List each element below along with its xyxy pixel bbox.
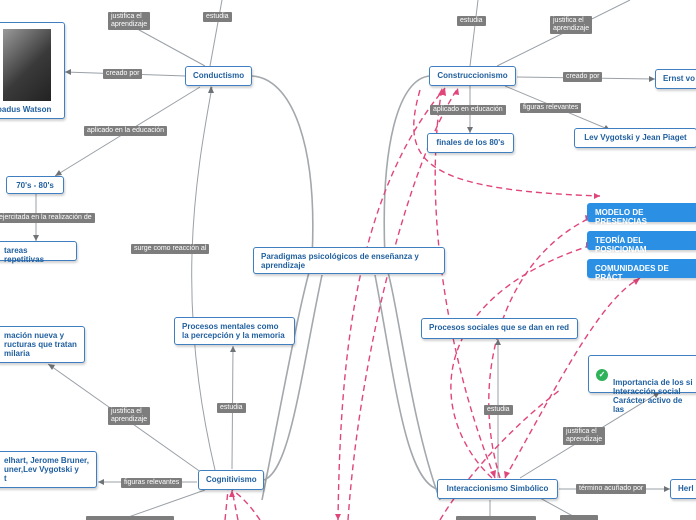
- conductismo-node[interactable]: Conductismo: [185, 66, 252, 86]
- link-label-figuras-cognitivismo: figuras relevantes: [121, 478, 183, 488]
- link-label-justifica-conductismo: justifica el aprendizaje: [108, 12, 151, 30]
- ernst-node[interactable]: Ernst vo: [655, 69, 696, 89]
- link-label-termino: término acuñado por: [576, 484, 647, 494]
- link-label-ejercitada: ejercitada en la realización de: [0, 213, 95, 223]
- repetitive-tasks-node[interactable]: tareas repetitivas: [0, 241, 77, 264]
- importancia-text: Importancia de los si Interacción social…: [613, 378, 693, 414]
- informacion-nueva-node[interactable]: mación nueva y ructuras que tratan milar…: [0, 326, 85, 363]
- conductismo-era-node[interactable]: 70's - 80's: [6, 176, 64, 194]
- herbert-node[interactable]: Herl: [670, 479, 696, 499]
- watson-node[interactable]: oadus Watson: [0, 22, 65, 119]
- watson-portrait-image: [3, 29, 51, 101]
- procesos-mentales-node[interactable]: Procesos mentales como la percepción y l…: [174, 317, 295, 345]
- link-label-cut-off-3: [560, 515, 598, 520]
- link-label-figuras-construccionismo: figuras relevantes: [520, 103, 582, 113]
- link-label-surge: surge como reacción al: [131, 244, 210, 254]
- teoria-posicionamiento-node[interactable]: TEORÍA DEL POSICIONAM: [587, 231, 696, 254]
- procesos-sociales-node[interactable]: Procesos sociales que se dan en red: [421, 318, 578, 339]
- model-presencias-node[interactable]: MODELO DE PRESENCIAS: [587, 203, 696, 226]
- importancia-node[interactable]: ✓ Importancia de los si Interacción soci…: [588, 355, 696, 414]
- link-label-estudia-interaccionismo: estudia: [484, 405, 513, 415]
- construccionismo-node[interactable]: Construccionismo: [429, 66, 516, 86]
- link-label-cut-off-2: [456, 516, 536, 520]
- construccionismo-era-node[interactable]: finales de los 80's: [427, 133, 514, 153]
- central-topic-node[interactable]: Paradigmas psicológicos de enseñanza y a…: [253, 247, 445, 274]
- comunidades-practica-node[interactable]: COMUNIDADES DE PRÁCT: [587, 259, 696, 282]
- link-label-estudia-cognitivismo: estudia: [217, 403, 246, 413]
- interaccionismo-node[interactable]: Interaccionismo Simbólico: [437, 479, 558, 499]
- link-label-aplicado-conductismo: aplicado en la educación: [84, 126, 168, 136]
- link-label-creado-construccionismo: creado por: [563, 72, 603, 82]
- vygotski-piaget-node[interactable]: Lev Vygotski y Jean Piaget: [574, 128, 696, 148]
- link-label-estudia-conductismo: estudia: [203, 12, 232, 22]
- link-label-cut-off: [86, 516, 174, 520]
- link-label-estudia-construccionismo: estudia: [457, 16, 486, 26]
- check-icon: ✓: [596, 369, 608, 381]
- cognitivismo-node[interactable]: Cognitivismo: [198, 470, 264, 490]
- cognitivismo-figures-node[interactable]: elhart, Jerome Bruner, uner,Lev Vygotski…: [0, 451, 97, 488]
- link-label-aplicado-construccionismo: aplicado en educación: [430, 105, 506, 115]
- link-label-justifica-construccionismo: justifica el aprendizaje: [550, 16, 593, 34]
- link-label-justifica-interaccionismo: justifica el aprendizaje: [563, 427, 606, 445]
- link-label-creado-conductismo: creado por: [103, 69, 143, 79]
- link-label-justifica-cognitivismo: justifica el aprendizaje: [108, 407, 151, 425]
- watson-name: oadus Watson: [0, 105, 52, 114]
